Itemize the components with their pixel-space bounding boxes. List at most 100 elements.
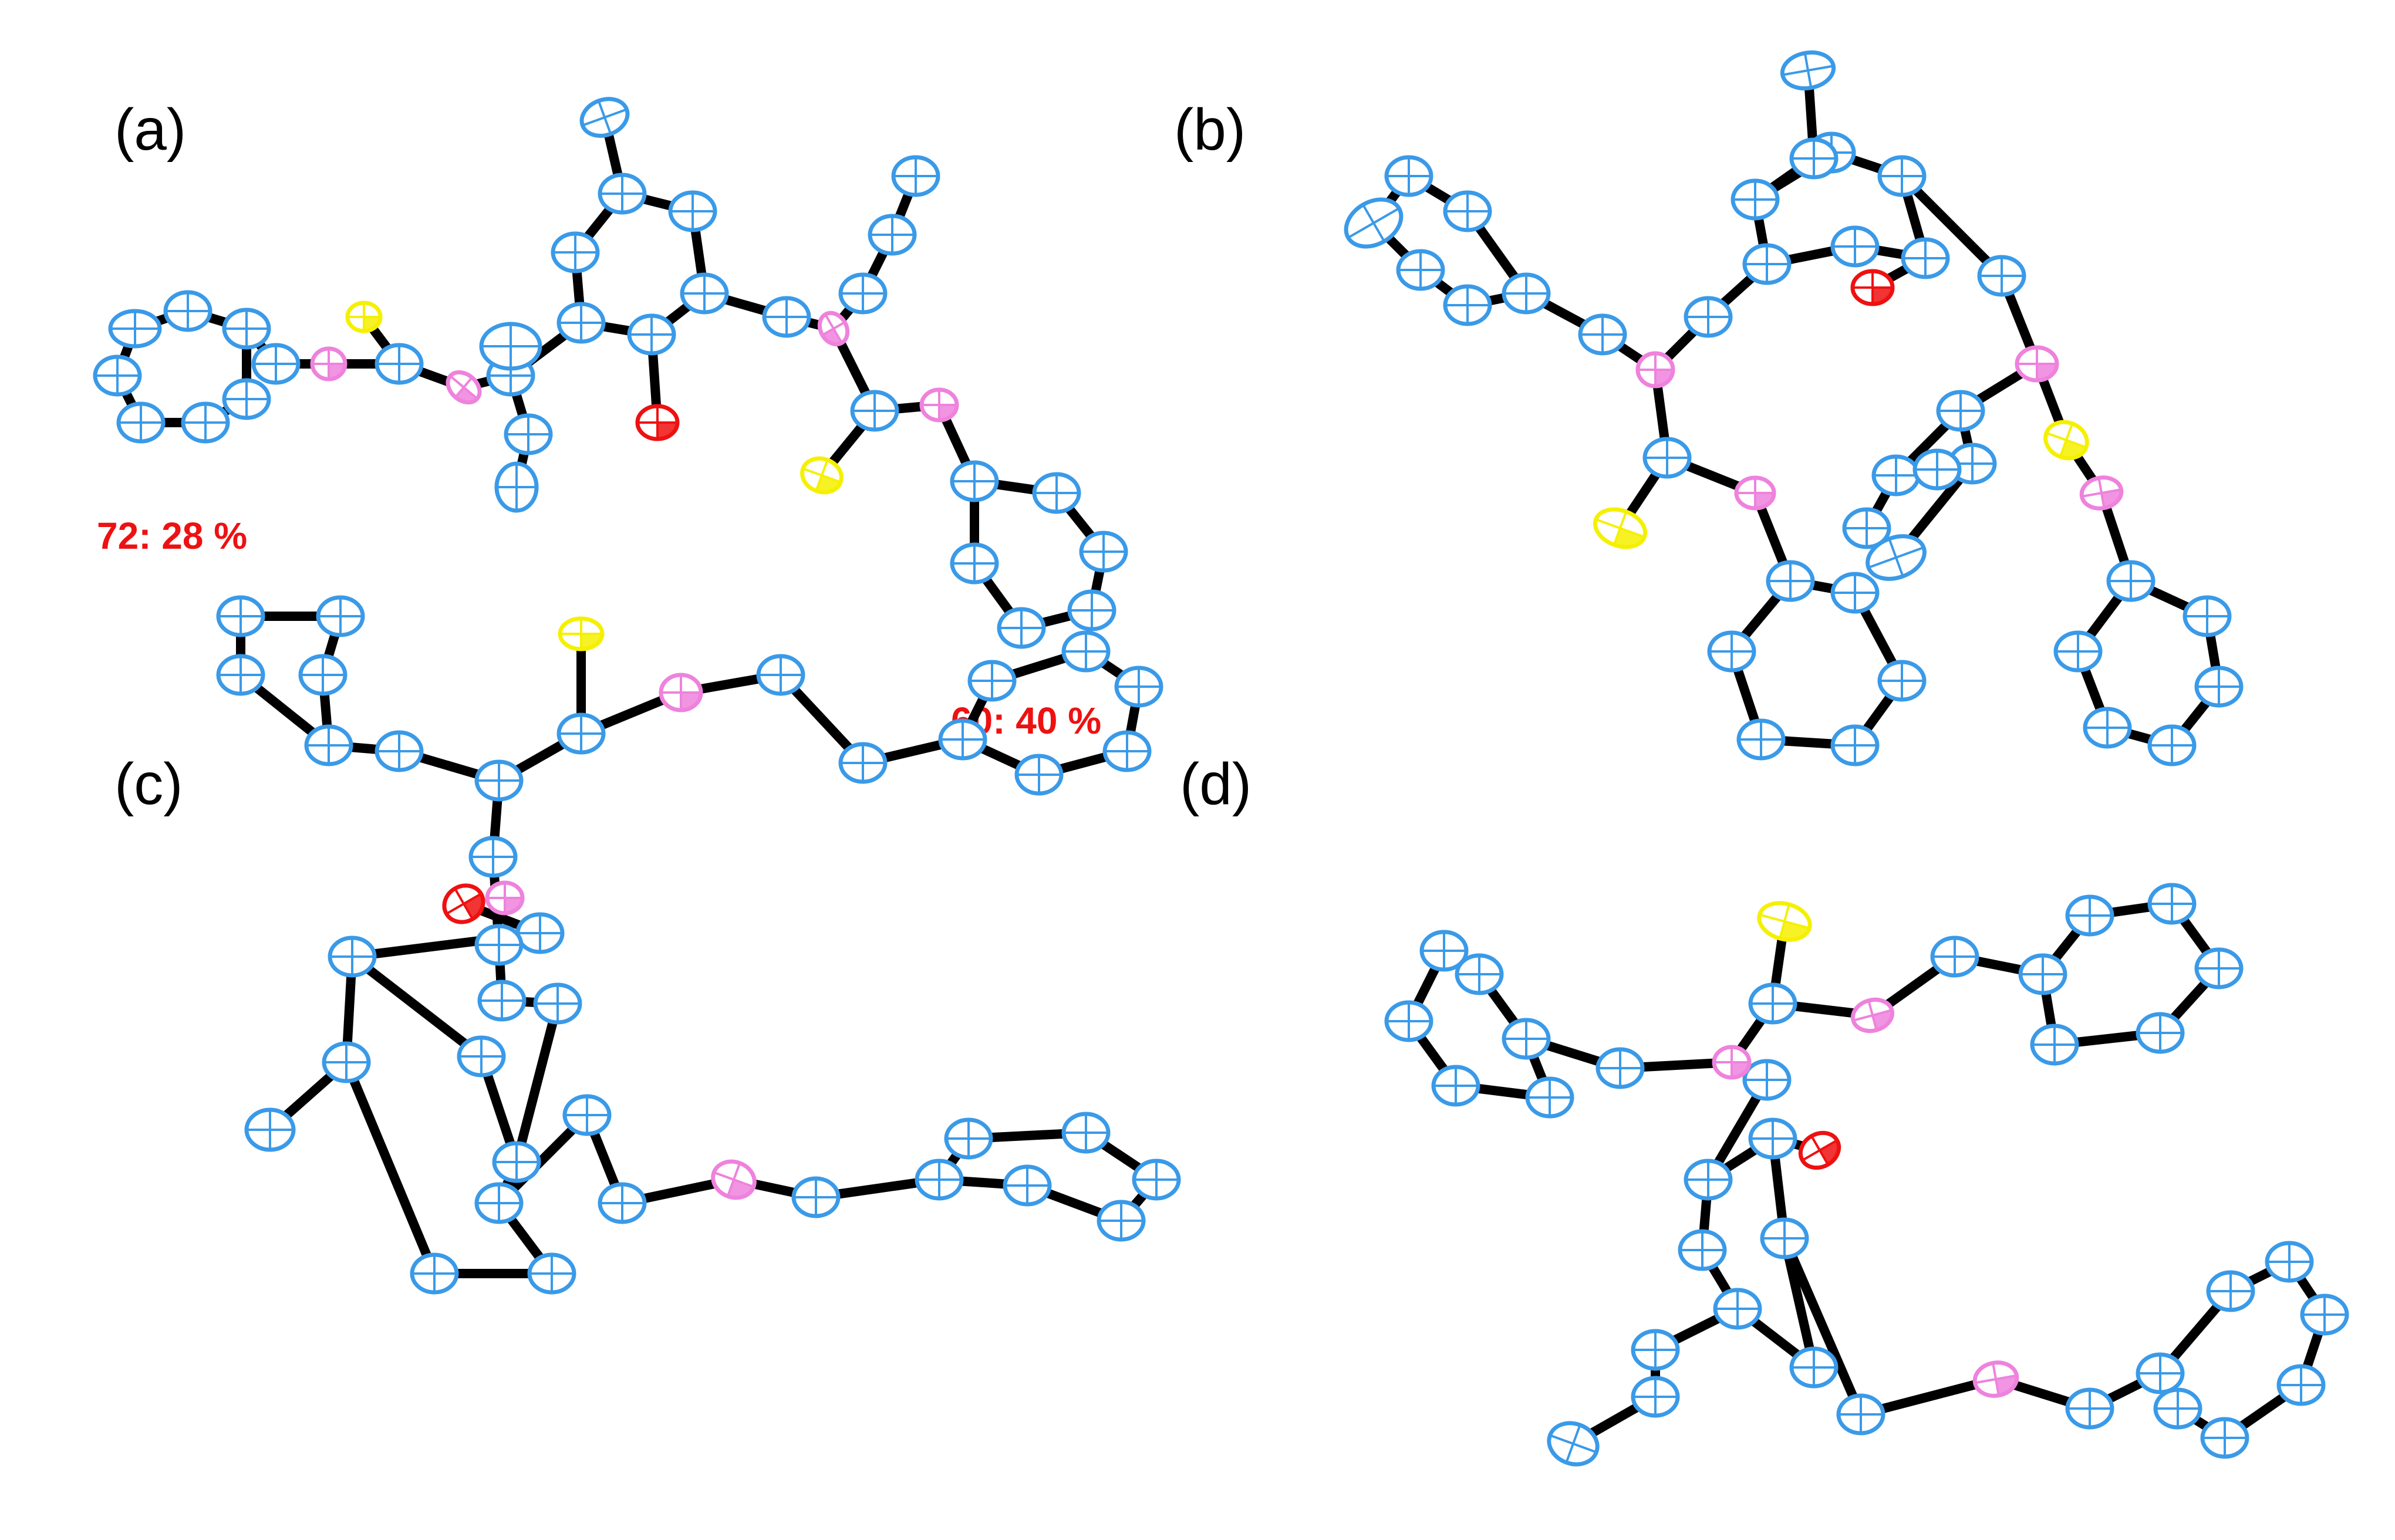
- carbon-atom: [1502, 1018, 1551, 1060]
- nitrogen-atom: [919, 387, 959, 423]
- carbon-atom: [967, 660, 1017, 702]
- carbon-atom: [1032, 472, 1081, 514]
- carbon-atom: [2065, 894, 2114, 937]
- carbon-atom: [1067, 589, 1116, 631]
- carbon-atom: [316, 595, 365, 637]
- carbon-atom: [492, 1141, 541, 1183]
- carbon-atom: [1061, 630, 1111, 673]
- carbon-atom: [515, 912, 565, 954]
- carbon-atom: [1766, 560, 1815, 602]
- carbon-atom: [2018, 953, 2067, 995]
- carbon-atom: [2136, 1012, 2185, 1054]
- carbon-atom: [1547, 1421, 1600, 1467]
- carbon-atom: [950, 542, 999, 585]
- carbon-atom: [1901, 237, 1950, 279]
- carbon-atom: [304, 724, 353, 766]
- sulfur-atom: [345, 300, 383, 333]
- oxygen-atom: [1798, 1130, 1841, 1170]
- carbon-atom: [680, 272, 729, 315]
- carbon-atom: [915, 1159, 964, 1201]
- carbon-atom: [1014, 754, 1064, 796]
- nitrogen-atom: [659, 673, 703, 712]
- carbon-atom: [251, 343, 301, 385]
- carbon-atom: [868, 214, 917, 256]
- carbon-atom: [1877, 660, 1927, 702]
- carbon-atom: [950, 460, 999, 502]
- carbon-atom: [598, 173, 647, 215]
- bond: [342, 1058, 439, 1278]
- carbon-atom: [2106, 560, 2156, 602]
- panel-label-a: (a): [114, 97, 186, 163]
- carbon-atom: [579, 97, 630, 138]
- carbon-atom: [1842, 507, 1891, 549]
- carbon-atom: [1912, 448, 1962, 491]
- carbon-atom: [2276, 1364, 2326, 1406]
- carbon-atom: [1748, 982, 1797, 1025]
- carbon-atom: [1419, 930, 1469, 972]
- carbon-atom: [1742, 1059, 1792, 1101]
- carbon-atom: [1396, 249, 1445, 291]
- sulfur-atom: [800, 456, 844, 495]
- carbon-atom: [1748, 1117, 1797, 1160]
- carbon-atom: [2265, 1241, 2314, 1283]
- carbon-atom: [1097, 1200, 1146, 1242]
- carbon-atom: [668, 190, 717, 232]
- carbon-atom: [1789, 137, 1839, 180]
- carbon-atom: [2083, 707, 2132, 749]
- carbon-atom: [2136, 1352, 2185, 1394]
- carbon-atom: [1877, 155, 1927, 197]
- carbon-atom: [1871, 454, 1921, 497]
- carbon-atom: [1742, 243, 1792, 285]
- carbon-atom: [1642, 437, 1692, 479]
- carbon-atom: [375, 343, 424, 385]
- bond: [1780, 1234, 1866, 1419]
- carbon-atom: [479, 322, 542, 371]
- carbon-atom: [1684, 296, 1733, 338]
- carbon-atom: [1578, 313, 1627, 356]
- carbon-atom: [2183, 595, 2232, 637]
- carbon-atom: [1455, 953, 1504, 995]
- panel-label-d: (d): [1180, 751, 1252, 817]
- carbon-atom: [1789, 1346, 1839, 1389]
- carbon-atom: [2194, 666, 2244, 708]
- carbon-atom: [598, 1182, 647, 1224]
- carbon-atom: [328, 936, 377, 978]
- carbon-atom: [375, 730, 424, 772]
- occupancy-label-left: 72: 28 %: [97, 515, 247, 557]
- nitrogen-atom: [817, 310, 850, 347]
- carbon-atom: [1736, 718, 1786, 761]
- carbon-atom: [222, 308, 271, 350]
- carbon-atom: [1003, 1164, 1052, 1207]
- carbon-atom: [1731, 178, 1780, 221]
- carbon-atom: [762, 296, 811, 338]
- carbon-atom: [1707, 630, 1756, 673]
- carbon-atom: [116, 401, 166, 444]
- carbon-atom: [850, 390, 899, 432]
- nitrogen-atom: [2079, 475, 2124, 511]
- carbon-atom: [756, 654, 805, 696]
- carbon-atom: [891, 155, 940, 197]
- carbon-atom: [527, 1252, 576, 1295]
- carbon-atom: [1760, 1217, 1809, 1259]
- sulfur-atom: [1757, 901, 1812, 942]
- carbon-atom: [1525, 1076, 1574, 1119]
- carbon-atom: [2147, 724, 2197, 766]
- sulfur-atom: [2043, 420, 2089, 461]
- carbon-atom: [2153, 1387, 2202, 1430]
- carbon-atom: [1780, 50, 1836, 91]
- molecule-drawings: [93, 50, 2349, 1467]
- carbon-atom: [533, 982, 582, 1025]
- carbon-atom: [2194, 947, 2244, 989]
- nitrogen-atom: [310, 346, 348, 381]
- nitrogen-atom: [1850, 997, 1895, 1034]
- carbon-atom: [1595, 1047, 1645, 1089]
- carbon-atom: [838, 272, 888, 315]
- carbon-atom: [1977, 255, 2026, 297]
- carbon-atom: [1384, 155, 1433, 197]
- carbon-atom: [1384, 1000, 1433, 1042]
- bond: [348, 952, 486, 1061]
- carbon-atom: [1684, 1159, 1733, 1201]
- carbon-atom: [1631, 1376, 1680, 1418]
- carbon-atom: [556, 302, 606, 344]
- carbon-atom: [474, 759, 524, 802]
